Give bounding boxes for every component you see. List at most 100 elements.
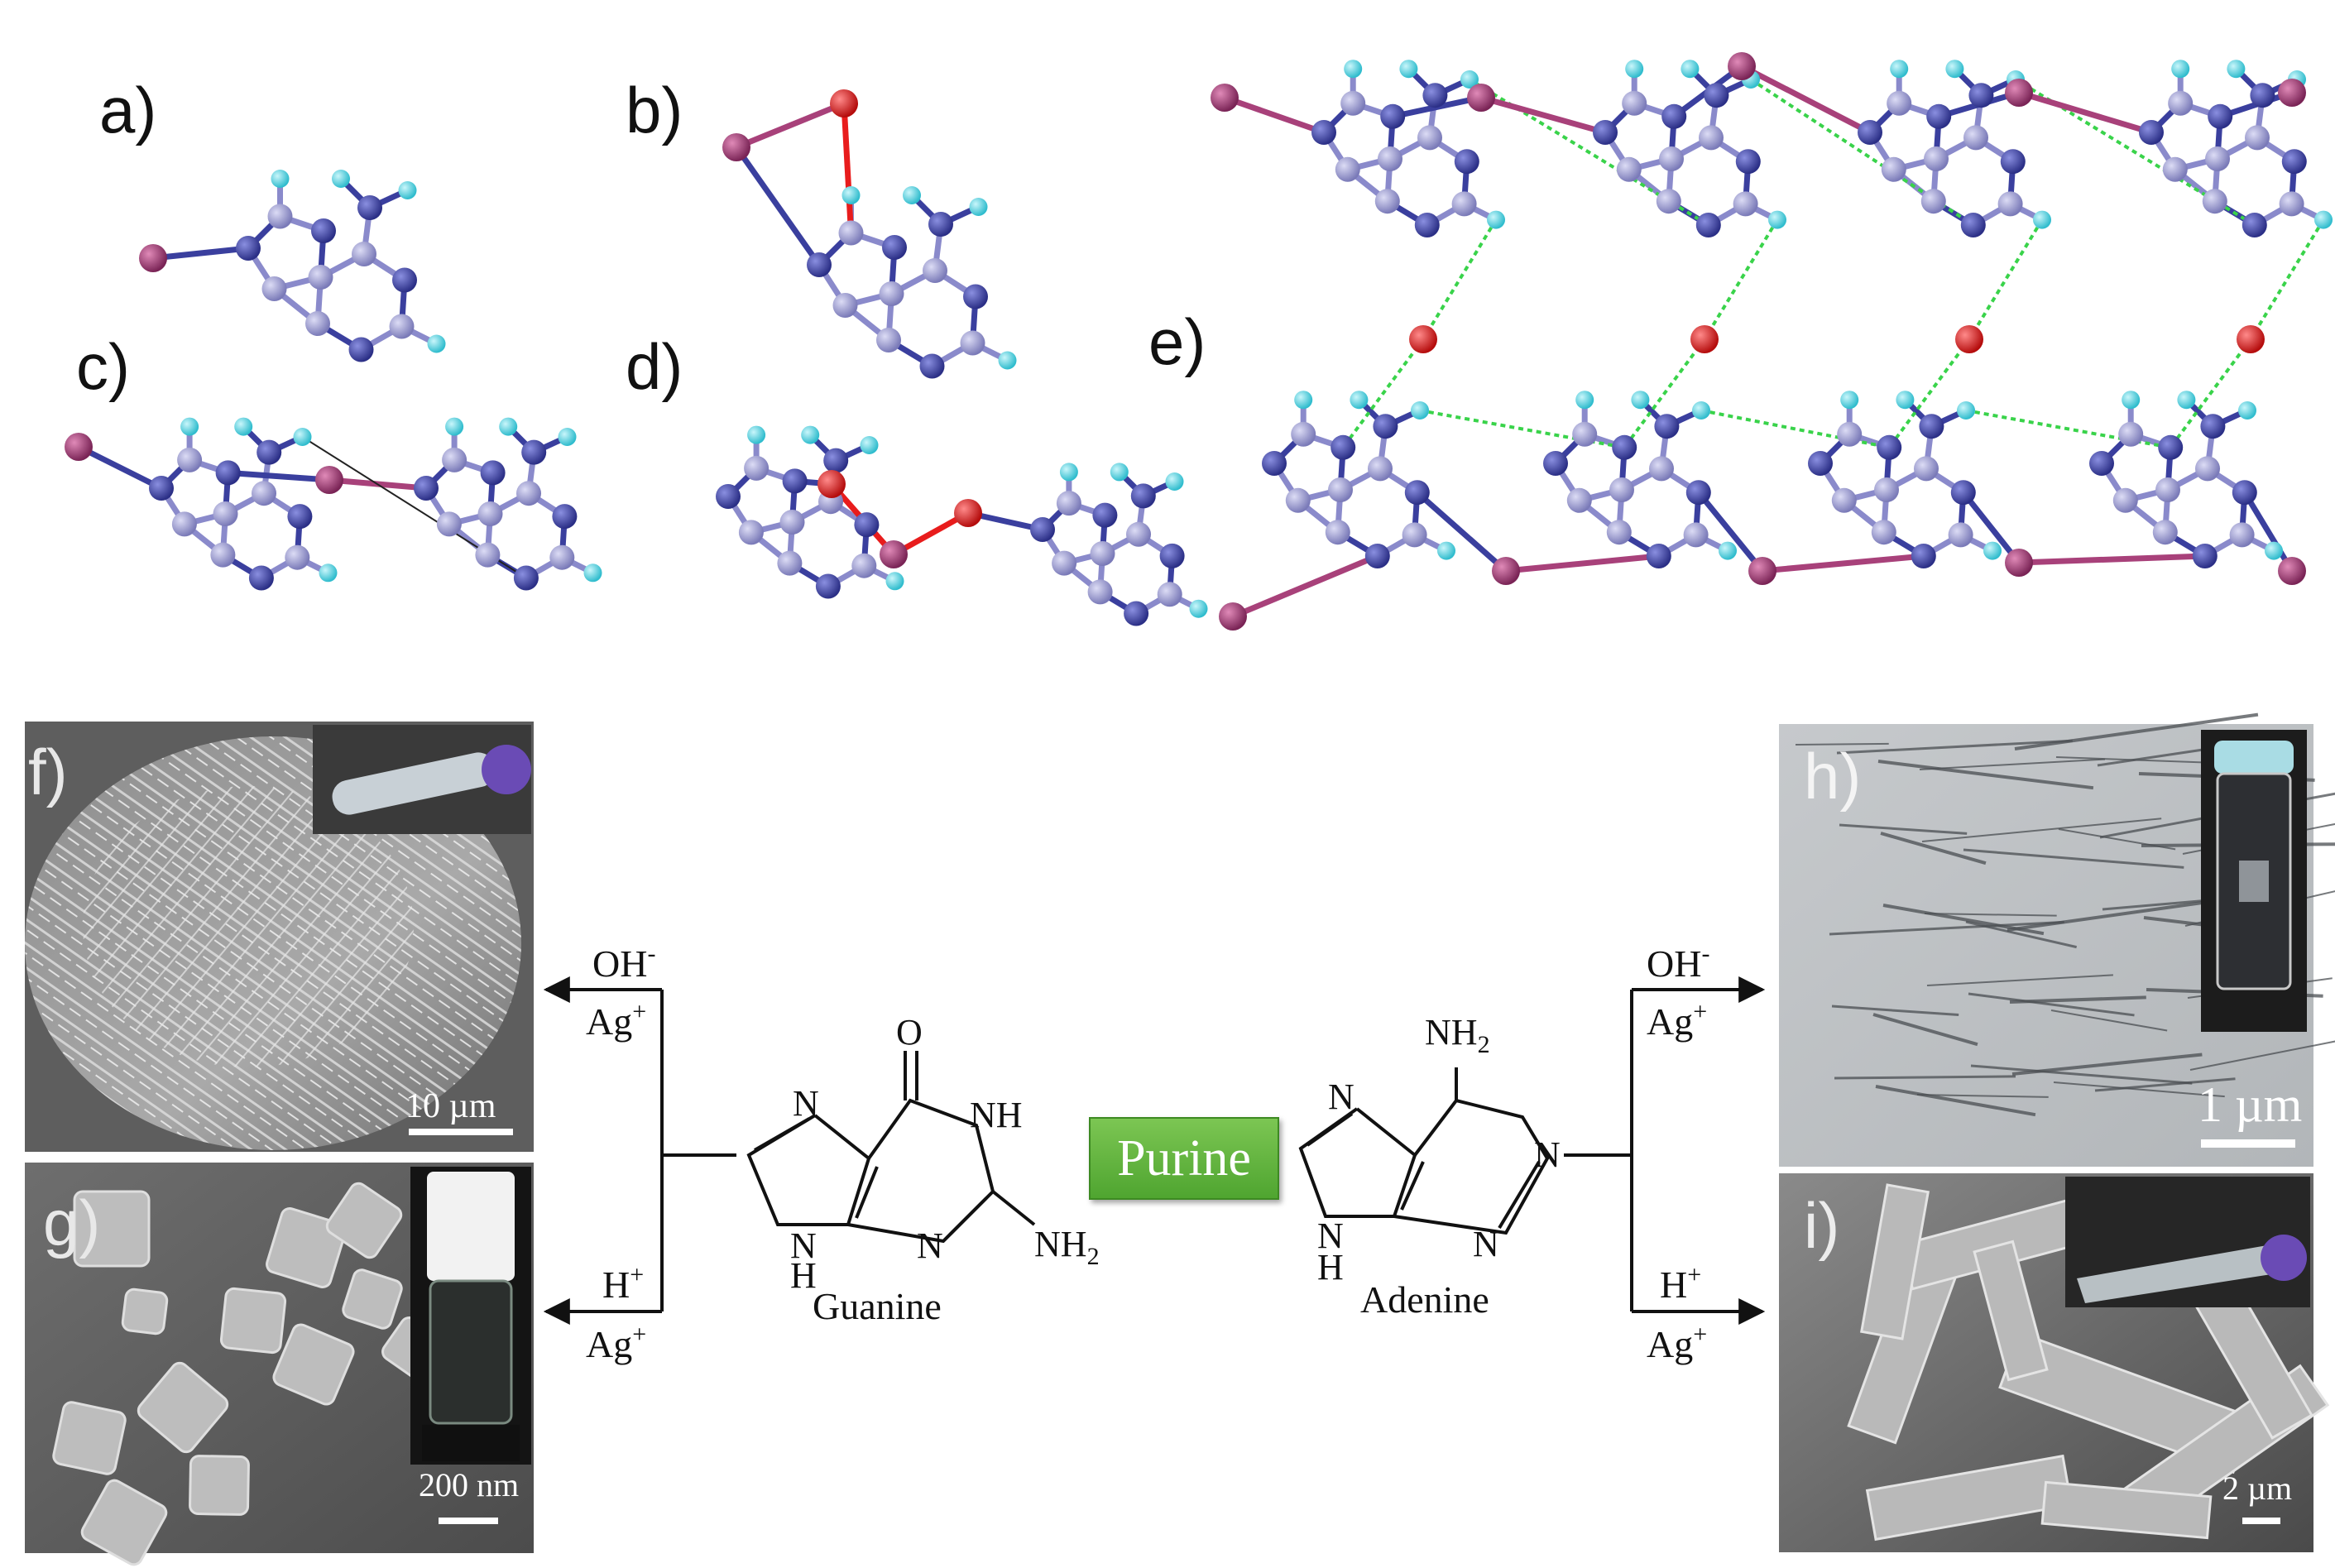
- atom-c: [1566, 487, 1592, 513]
- atom-c: [1874, 477, 1899, 502]
- atom-ag: [139, 244, 167, 272]
- atom-c: [1948, 522, 1973, 548]
- atom-h: [860, 436, 879, 454]
- sem-image-i: i) 2 µm: [1779, 1173, 2330, 1552]
- atom-n: [2232, 480, 2257, 506]
- atom-c: [779, 510, 805, 535]
- atom-h: [558, 428, 577, 446]
- sem-image-f: f) 10 µm: [25, 722, 534, 1152]
- molecule-d: [716, 425, 1208, 626]
- atom-n: [1704, 83, 1729, 108]
- atom-c: [1052, 550, 1077, 576]
- hydrogen-bond: [1703, 218, 1779, 341]
- nanofiber: [2009, 995, 2146, 1004]
- atom-c: [2245, 125, 2270, 151]
- atom-h: [1189, 599, 1208, 618]
- atom-c: [1871, 520, 1896, 545]
- atom-h: [2265, 541, 2283, 560]
- atom-c: [1963, 125, 1988, 151]
- atom-c: [1157, 582, 1182, 607]
- atom-c: [1328, 477, 1353, 502]
- atom-ag: [1492, 557, 1520, 585]
- bond: [2018, 553, 2205, 566]
- atom-c: [1831, 487, 1857, 513]
- atom-c: [2118, 421, 2144, 447]
- atom-c: [213, 501, 238, 526]
- atom-c: [352, 242, 376, 266]
- nanofiber: [2053, 1081, 2225, 1098]
- atom-h: [885, 572, 904, 591]
- atom-n: [1968, 83, 1994, 108]
- svg-text:Ag+: Ag+: [586, 1321, 646, 1365]
- bond: [77, 444, 163, 491]
- atom-c: [744, 455, 770, 481]
- atom-c: [2195, 456, 2220, 482]
- atom-c: [1374, 189, 1400, 214]
- svg-text:N: N: [1317, 1216, 1344, 1256]
- nanofiber: [2094, 1077, 2236, 1092]
- svg-text:O: O: [896, 1012, 923, 1053]
- nanofiber: [1924, 913, 2057, 917]
- atom-c: [2229, 522, 2255, 548]
- atom-n: [1808, 451, 1833, 476]
- atom-h: [2238, 401, 2256, 420]
- atom-n: [928, 212, 953, 237]
- atom-o: [1409, 325, 1437, 353]
- nanofiber: [1963, 848, 2184, 869]
- cube-particle: [266, 1207, 347, 1288]
- atom-o: [1955, 325, 1983, 353]
- atom-c: [851, 553, 877, 578]
- hydrogen-bond: [1887, 338, 1971, 448]
- bond: [1505, 553, 1660, 574]
- atom-h: [998, 351, 1017, 370]
- atom-n: [2089, 451, 2114, 476]
- panel-label-i: i): [1804, 1189, 1839, 1262]
- atom-c: [1659, 146, 1684, 171]
- atom-n: [357, 195, 382, 220]
- atom-c: [1649, 456, 1674, 482]
- molecule-b: [722, 89, 1017, 379]
- atom-n: [1130, 483, 1156, 509]
- atom-ag: [315, 466, 343, 494]
- atom-n: [1092, 502, 1118, 528]
- atom-h: [969, 198, 988, 216]
- svg-text:N: N: [1328, 1077, 1354, 1117]
- atom-c: [1126, 521, 1151, 547]
- nanofiber: [1829, 920, 2064, 936]
- atom-c: [305, 311, 330, 336]
- atom-n: [521, 439, 547, 465]
- atom-n: [215, 460, 241, 486]
- atom-h: [332, 170, 350, 188]
- atom-n: [2158, 434, 2184, 460]
- hydrogen-bond: [1422, 218, 1498, 341]
- atom-n: [815, 573, 841, 599]
- bond: [1480, 94, 1606, 136]
- atom-n: [414, 476, 439, 501]
- svg-text:N: N: [790, 1225, 817, 1266]
- nanofiber: [1968, 992, 2135, 1017]
- atom-c: [1325, 520, 1350, 545]
- atom-c: [777, 550, 803, 576]
- atom-n: [1454, 149, 1479, 175]
- reaction-arrows: [543, 976, 1766, 1325]
- atom-n: [1926, 103, 1952, 129]
- atom-h: [180, 417, 199, 436]
- atom-n: [1373, 414, 1398, 439]
- molecule-c: [65, 417, 602, 591]
- reagent-left-bottom: H+ Ag+: [586, 1261, 646, 1365]
- atom-n: [1911, 544, 1936, 568]
- nanofiber: [1926, 974, 2113, 986]
- atom-h: [1487, 210, 1505, 229]
- scale-label-f: 10 µm: [405, 1087, 496, 1125]
- atom-o: [830, 89, 858, 117]
- atom-ag: [1211, 84, 1239, 112]
- atom-n: [882, 235, 907, 260]
- nanofiber: [2189, 1040, 2335, 1071]
- atom-c: [477, 501, 503, 526]
- atom-h: [1890, 60, 1909, 79]
- molecule-e-network: [1211, 52, 2333, 631]
- guanine-atoms: O NH N N H N NH2 Guanine: [790, 1012, 1100, 1327]
- nanofiber: [1831, 1005, 1959, 1017]
- atom-n: [236, 236, 261, 261]
- atom-h: [801, 425, 820, 444]
